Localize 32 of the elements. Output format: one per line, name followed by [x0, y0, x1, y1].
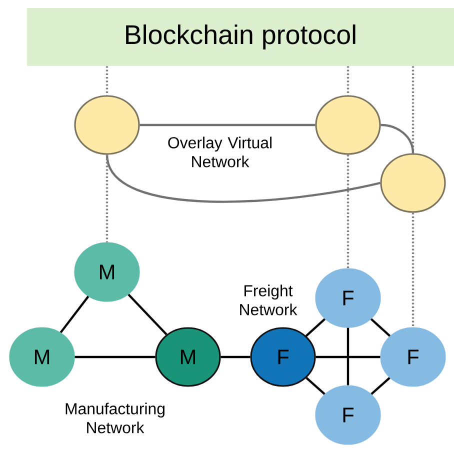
connector-line — [346, 154, 350, 268]
connector-line — [346, 328, 350, 386]
title-band: Blockchain protocol — [27, 8, 454, 66]
network-node: F — [380, 327, 446, 387]
connector-line — [128, 294, 168, 336]
connector-line — [220, 356, 250, 358]
connector-line — [140, 124, 316, 126]
connector-line — [316, 356, 380, 358]
network-label: Overlay Virtual Network — [168, 136, 272, 168]
connector-line — [305, 318, 326, 337]
network-label: Manufacturing Network — [66, 402, 164, 434]
network-node: F — [315, 385, 381, 445]
network-node: M — [9, 327, 75, 387]
network-label: Freight Network — [240, 284, 298, 316]
network-node: M — [155, 327, 221, 387]
connector-line — [370, 318, 391, 337]
ellipse-node — [315, 95, 381, 155]
connector-line — [106, 154, 108, 242]
ellipse-node — [380, 153, 446, 213]
connector-line — [106, 66, 108, 96]
connector-line — [380, 124, 414, 154]
network-node: F — [250, 327, 316, 387]
network-node: M — [74, 242, 140, 302]
connector-line — [306, 377, 326, 395]
connector-line — [60, 296, 90, 334]
connector-line — [346, 66, 350, 96]
ellipse-node — [74, 95, 140, 155]
connector-line — [370, 377, 390, 395]
connector-line — [106, 154, 380, 203]
network-node: F — [315, 268, 381, 328]
connector-line — [74, 356, 156, 358]
connector-line — [412, 212, 414, 328]
